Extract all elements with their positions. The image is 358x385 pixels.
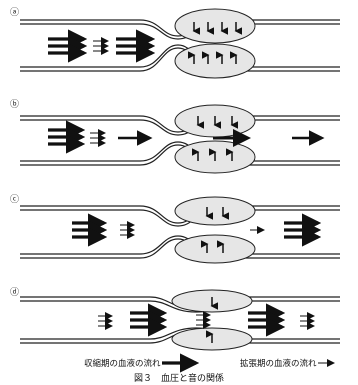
panel-c-label: ⓒ	[10, 194, 19, 205]
legend-diastolic-label: 拡張期の血液の流れ	[240, 358, 317, 369]
legend-systolic-label: 収縮期の血液の流れ	[84, 358, 161, 369]
cuff-upper-a	[174, 8, 256, 44]
panel-c: ⓒ	[10, 194, 340, 264]
legend: 収縮期の血液の流れ 拡張期の血液の流れ	[84, 353, 335, 373]
panel-a-label: ⓐ	[10, 7, 19, 18]
cuff-lower-a	[174, 43, 256, 79]
flow-arrows-c	[72, 213, 322, 247]
panel-b-label: ⓑ	[10, 99, 19, 110]
flow-arrows-d	[98, 303, 315, 337]
flow-arrows-a	[48, 29, 156, 63]
cuff-upper-c	[174, 196, 256, 226]
cuff-lower-c	[174, 234, 256, 264]
pressure-arrows-up-c	[201, 240, 225, 253]
pressure-arrows-up-a	[188, 51, 238, 64]
pressure-arrows-down-b	[196, 116, 238, 129]
panel-b: ⓑ	[10, 99, 340, 174]
pressure-arrows-down-a	[192, 22, 242, 35]
pressure-arrows-up-b	[192, 148, 234, 161]
pressure-arrows-down-c	[205, 207, 229, 220]
panel-d: ⓓ	[10, 287, 340, 351]
flow-arrows-b	[48, 120, 325, 154]
panel-d-label: ⓓ	[10, 287, 19, 298]
figure-caption: 図３ 血圧と音の関係	[134, 372, 224, 384]
panel-a: ⓐ	[10, 7, 340, 79]
